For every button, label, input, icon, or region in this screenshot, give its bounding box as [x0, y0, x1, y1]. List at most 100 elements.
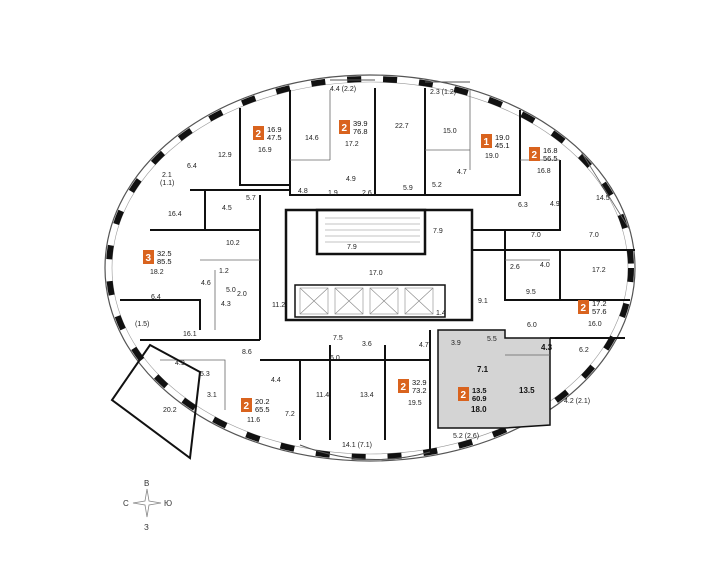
room-label: 5.2 — [432, 182, 442, 189]
room-label: 3.1 — [207, 392, 217, 399]
room-label: (1.5) — [135, 321, 149, 328]
room-label: 4.4 (2.2) — [330, 86, 356, 93]
room-label: 5.0 — [226, 287, 236, 294]
room-label: 7.5 — [333, 335, 343, 342]
apartment-badge[interactable]: 2 32.9 73.2 — [398, 378, 427, 395]
room-labels: 4.4 (2.2) 2.3 (1.2) 14.6 17.2 22.7 15.0 … — [135, 86, 610, 449]
svg-text:2: 2 — [461, 390, 467, 401]
room-label: 9.1 — [478, 298, 488, 305]
room-label: 16.8 — [537, 168, 551, 175]
svg-text:1: 1 — [484, 137, 490, 148]
room-label: 7.1 — [477, 365, 489, 374]
svg-text:2: 2 — [581, 303, 587, 314]
compass-north: В — [144, 479, 149, 488]
room-label: 7.0 — [589, 232, 599, 239]
room-label: 4.7 — [457, 169, 467, 176]
room-label: 2.3 (1.2) — [430, 89, 456, 96]
svg-text:45.1: 45.1 — [495, 141, 510, 150]
compass-south: З — [144, 523, 149, 532]
svg-text:73.2: 73.2 — [412, 386, 427, 395]
svg-text:47.5: 47.5 — [267, 133, 282, 142]
room-label: 12.9 — [218, 152, 232, 159]
room-label: 10.2 — [226, 240, 240, 247]
room-label: 17.2 — [592, 267, 606, 274]
room-label: 4.9 — [550, 201, 560, 208]
highlighted-apartment — [437, 329, 551, 429]
room-label: 1.4 — [436, 310, 446, 317]
room-label: 1.2 — [219, 268, 229, 275]
room-label: 5.2 (2.6) — [453, 433, 479, 440]
room-label: 7.2 — [285, 411, 295, 418]
stair-steps — [325, 217, 420, 243]
apartment-badge-selected[interactable]: 2 13.5 60.9 — [458, 386, 487, 403]
room-label: 16.4 — [168, 211, 182, 218]
svg-text:17.2: 17.2 — [592, 299, 607, 308]
room-label: 4.7 — [419, 342, 429, 349]
room-label: 6.3 — [518, 202, 528, 209]
room-label: 14.6 — [305, 135, 319, 142]
svg-text:60.9: 60.9 — [472, 394, 487, 403]
svg-text:19.0: 19.0 — [495, 133, 510, 142]
room-label: 4.9 — [175, 360, 185, 367]
room-label: 8.6 — [242, 349, 252, 356]
balcony-left — [110, 343, 202, 460]
elevator-shafts — [299, 287, 434, 315]
room-label: 3.9 — [451, 340, 461, 347]
svg-text:20.2: 20.2 — [255, 397, 270, 406]
building-outline — [104, 74, 636, 462]
svg-text:85.5: 85.5 — [157, 257, 172, 266]
svg-text:57.6: 57.6 — [592, 307, 607, 316]
stair-core — [315, 208, 427, 256]
room-label: 9.5 — [526, 289, 536, 296]
room-label: 19.5 — [408, 400, 422, 407]
room-label: 4.3 — [541, 343, 553, 352]
svg-text:3: 3 — [146, 253, 152, 264]
room-label: 13.4 — [360, 392, 374, 399]
room-label: 11.6 — [247, 417, 260, 424]
room-label: 1.9 — [328, 190, 338, 197]
apartment-badge[interactable]: 2 17.2 57.6 — [578, 299, 607, 316]
room-label: 5.5 — [487, 336, 497, 343]
room-label: 4.3 — [221, 301, 231, 308]
apartment-badge[interactable]: 2 16.8 56.5 — [529, 146, 558, 163]
svg-text:32.5: 32.5 — [157, 249, 172, 258]
room-label: 13.5 — [519, 386, 535, 395]
apartment-badge[interactable]: 2 39.9 76.8 — [339, 119, 368, 136]
room-label: 17.2 — [345, 141, 359, 148]
room-label: 11.2 — [272, 302, 285, 309]
room-label: 14.1 (7.1) — [342, 442, 372, 449]
svg-text:39.9: 39.9 — [353, 119, 368, 128]
svg-text:56.5: 56.5 — [543, 154, 558, 163]
room-label: 2.6 — [362, 190, 372, 197]
room-label: 4.6 — [201, 280, 211, 287]
svg-text:76.8: 76.8 — [353, 127, 368, 136]
room-label: 14.5 — [596, 195, 610, 202]
apartment-badge[interactable]: 1 19.0 45.1 — [481, 133, 510, 150]
room-label: 6.4 — [151, 294, 161, 301]
room-label: (1.1) — [160, 180, 174, 187]
room-label: 4.9 — [346, 176, 356, 183]
svg-text:65.5: 65.5 — [255, 405, 270, 414]
room-label: 2.0 — [237, 291, 247, 298]
room-label: 4.4 — [271, 377, 281, 384]
svg-text:16.9: 16.9 — [267, 125, 282, 134]
room-label: 7.0 — [531, 232, 541, 239]
room-label: 22.7 — [395, 123, 409, 130]
svg-text:2: 2 — [244, 401, 250, 412]
compass-rose-icon: В З С Ю — [123, 479, 172, 532]
central-core — [284, 208, 474, 322]
svg-text:2: 2 — [401, 382, 407, 393]
room-label: 3.6 — [362, 341, 372, 348]
facade-columns — [106, 76, 634, 460]
apartment-badge[interactable]: 2 20.2 65.5 — [241, 397, 270, 414]
room-label: 18.2 — [150, 269, 164, 276]
apartment-badge[interactable]: 2 16.9 47.5 — [253, 125, 282, 142]
room-label: 6.0 — [527, 322, 537, 329]
room-label: 5.9 — [403, 185, 413, 192]
room-label: 6.2 — [579, 347, 589, 354]
apartment-badge[interactable]: 3 32.5 85.5 — [143, 249, 172, 266]
room-label: 16.9 — [258, 147, 272, 154]
room-label: 20.2 — [163, 407, 177, 414]
room-label: 18.0 — [471, 405, 487, 414]
